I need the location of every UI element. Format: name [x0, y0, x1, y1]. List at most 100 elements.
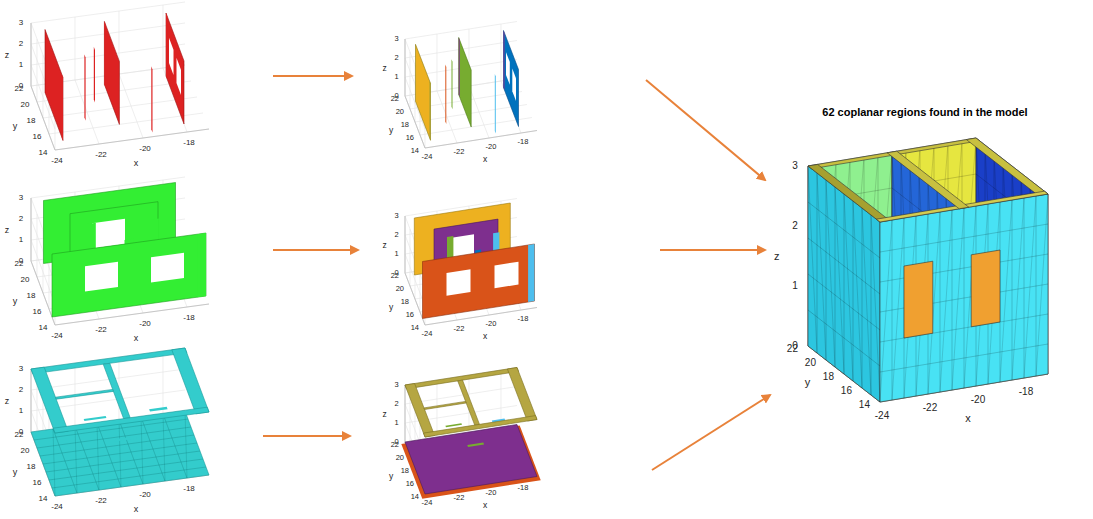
tick-label: -20: [971, 395, 985, 405]
flow-arrow: [646, 80, 765, 180]
tick-label: 14: [411, 493, 419, 501]
tick-label: 3: [19, 194, 23, 202]
mesh-line: [49, 113, 203, 134]
surface-patch: [467, 442, 484, 447]
tick-label: 16: [406, 311, 414, 319]
surface-patch: [104, 21, 119, 124]
tick-label: 16: [33, 308, 42, 316]
mesh-line: [425, 131, 537, 149]
surface-patch: [507, 368, 537, 422]
mesh-line: [37, 39, 38, 102]
mesh-line: [437, 380, 438, 437]
axis-label: x: [483, 501, 487, 510]
tick-label: -22: [454, 495, 465, 503]
tick-label: 2: [19, 40, 23, 48]
surface-patch: [31, 367, 68, 433]
tick-label: 22: [391, 95, 399, 103]
tick-label: -24: [51, 332, 63, 340]
surface-patch: [149, 407, 168, 412]
mesh-line: [405, 39, 406, 96]
mesh-line: [1012, 198, 1024, 380]
tick-label: -24: [422, 154, 433, 162]
mesh-line: [37, 214, 38, 277]
tick-label: 14: [39, 324, 48, 332]
mesh-line: [880, 220, 892, 402]
axis-label: z: [382, 409, 386, 418]
tick-label: 2: [19, 215, 23, 223]
axis-label: y: [13, 468, 18, 477]
surface-patch: [62, 74, 63, 140]
tick-label: 20: [21, 276, 30, 284]
mesh-line: [853, 201, 854, 381]
tick-label: 20: [396, 454, 404, 462]
mesh-line: [410, 52, 411, 109]
mesh-line: [97, 423, 99, 490]
tick-label: 14: [39, 149, 48, 157]
tick-label: 20: [396, 285, 404, 293]
surface-patch: [92, 219, 125, 249]
mesh-line: [53, 429, 55, 496]
mesh-line: [119, 420, 121, 487]
tick-label: 2: [19, 386, 23, 394]
tick-label: -18: [183, 485, 195, 493]
mesh-line: [405, 216, 406, 273]
surface-patch: [887, 151, 969, 209]
surface-patch: [53, 407, 209, 433]
tick-label: -22: [454, 149, 465, 157]
mesh-line: [871, 215, 872, 395]
mesh-line: [163, 414, 165, 481]
mesh-line: [808, 166, 817, 353]
flow-arrows: [263, 76, 770, 470]
surface-patch: [452, 59, 453, 109]
mesh-line: [826, 180, 827, 360]
surface-patch: [85, 262, 118, 292]
tick-label: 3: [19, 365, 23, 373]
axis-label: x: [483, 155, 487, 164]
tick-label: 16: [406, 480, 414, 488]
mesh-line: [501, 24, 502, 81]
surface-patch: [151, 253, 184, 283]
tick-label: 22: [787, 344, 798, 354]
mesh-line: [817, 173, 818, 353]
surface-patch: [904, 261, 933, 338]
axis-label: z: [774, 251, 780, 262]
tick-label: 3: [792, 161, 798, 171]
mesh-line: [1036, 194, 1048, 376]
axis-label: z: [382, 63, 386, 72]
axis-label: y: [13, 297, 18, 306]
tick-label: 20: [21, 447, 30, 455]
tick-label: -24: [422, 331, 433, 339]
mesh-line: [1000, 200, 1012, 382]
mesh-line: [1024, 196, 1036, 378]
surface-patch: [177, 58, 182, 95]
mesh-line: [817, 173, 826, 360]
plot-7: [808, 138, 1048, 402]
mesh-line: [862, 208, 863, 388]
tick-label: 18: [401, 298, 409, 306]
flow-arrow: [263, 435, 350, 437]
tick-label: -18: [1019, 387, 1033, 397]
surface-patch: [424, 416, 538, 437]
tick-label: -20: [139, 320, 151, 328]
tick-label: 22: [15, 260, 24, 268]
tick-label: 1: [19, 61, 23, 69]
surface-patch: [166, 13, 167, 79]
tick-label: 14: [39, 495, 48, 503]
tick-label: 18: [27, 463, 36, 471]
axis-label: y: [805, 377, 811, 388]
surface-patch: [528, 244, 534, 302]
mesh-line: [405, 216, 406, 273]
mesh-line: [410, 229, 411, 286]
mesh-line: [43, 55, 44, 118]
mesh-line: [501, 370, 502, 427]
surface-patch: [94, 47, 95, 103]
mesh-line: [163, 351, 164, 414]
tick-label: 18: [401, 467, 409, 475]
mesh-line: [405, 39, 406, 96]
axis-label: y: [13, 122, 18, 131]
axis-label: x: [965, 412, 971, 423]
mesh-line: [185, 411, 187, 478]
surface-patch: [56, 389, 114, 399]
tick-label: -20: [139, 491, 151, 499]
axis-label: x: [483, 332, 487, 341]
